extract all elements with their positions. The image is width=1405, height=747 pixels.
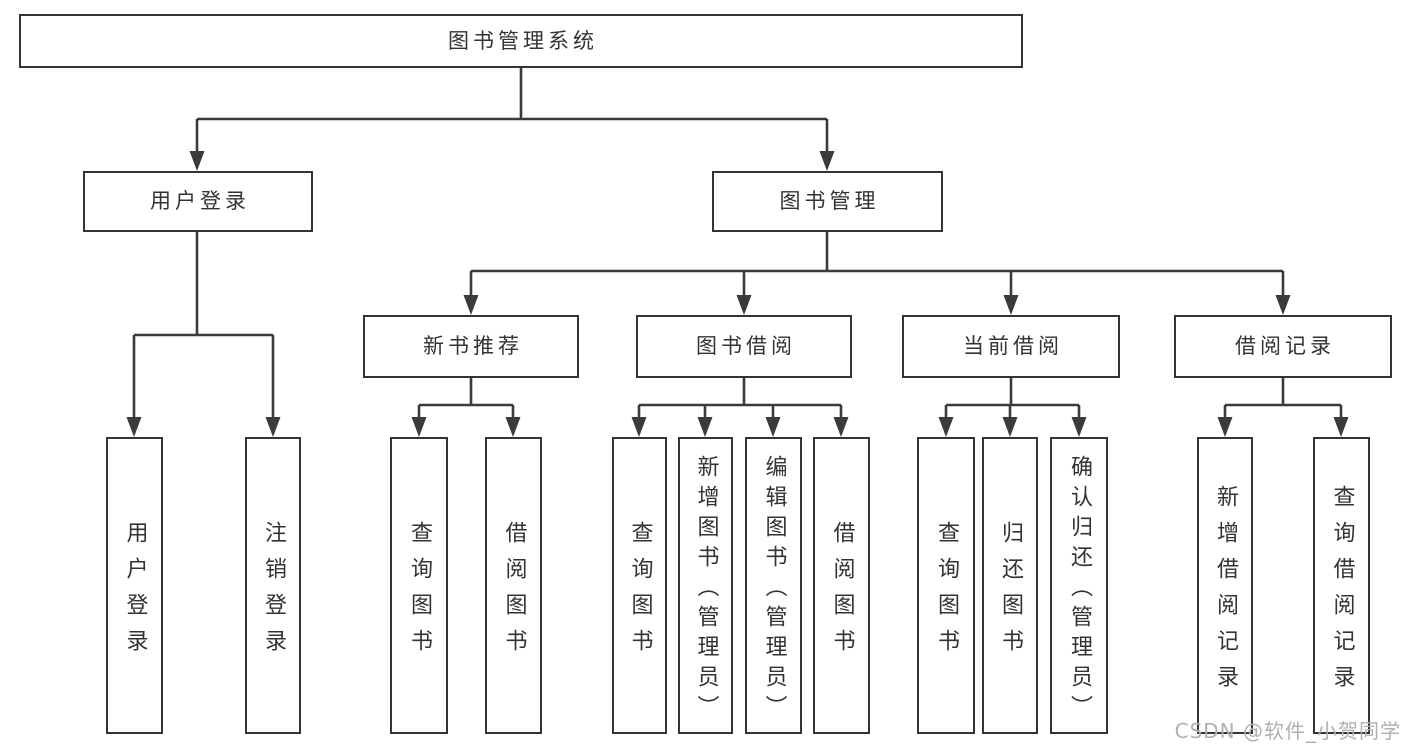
leaf-current-query-books: 查询图书 [917,437,975,734]
leaf-edit-books-admin: 编辑图书（管理员） [745,437,802,734]
leaf-return-books: 归还图书 [982,437,1038,734]
leaf-recommend-borrow-books: 借阅图书 [485,437,542,734]
leaf-logout-login: 注销登录 [245,437,301,734]
leaf-query-borrow-record: 查询借阅记录 [1313,437,1370,734]
node-new-book-recommend: 新书推荐 [363,315,579,378]
leaf-borrow-query-books: 查询图书 [612,437,667,734]
node-borrowing-records: 借阅记录 [1174,315,1392,378]
leaf-add-books-admin: 新增图书（管理员） [678,437,733,734]
node-library-system: 图书管理系统 [19,14,1023,68]
node-user-login: 用户登录 [83,171,313,232]
leaf-confirm-return-admin: 确认归还（管理员） [1050,437,1108,734]
csdn-watermark: CSDN @软件_小贺同学 [1174,719,1401,743]
node-current-borrowing: 当前借阅 [902,315,1120,378]
leaf-borrow-books: 借阅图书 [813,437,870,734]
leaf-recommend-query-books: 查询图书 [390,437,448,734]
leaf-add-borrow-record: 新增借阅记录 [1197,437,1253,734]
node-book-borrowing: 图书借阅 [636,315,852,378]
leaf-user-login: 用户登录 [106,437,163,734]
node-book-management: 图书管理 [712,171,943,232]
